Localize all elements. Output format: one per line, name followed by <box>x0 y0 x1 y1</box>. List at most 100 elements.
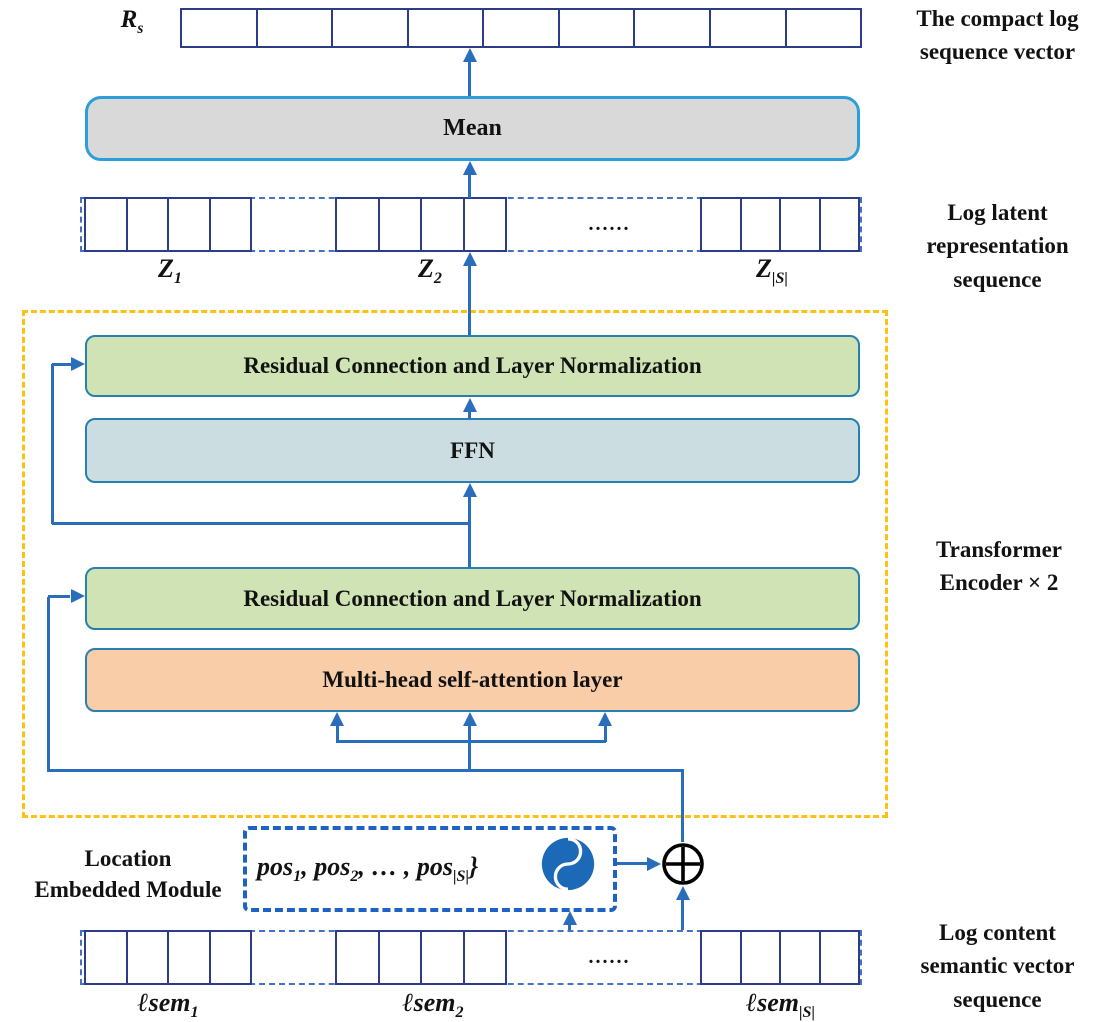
caption-line: semantic vector <box>920 953 1075 979</box>
vector-cell <box>211 932 251 983</box>
arrow-skip-to-residual-bottom <box>71 589 85 603</box>
arrow-into-attention <box>463 712 477 726</box>
connector-line <box>617 862 649 865</box>
arrow-latent-to-mean <box>463 161 477 175</box>
vector-cell <box>337 932 380 983</box>
semantic-vector-row: ...... <box>80 930 862 985</box>
arrow-residual-to-ffn <box>463 483 477 497</box>
vector-cell <box>702 932 742 983</box>
arrow-semantic-to-plus <box>676 886 690 900</box>
vector-cell <box>258 10 334 46</box>
arrow-semantic-to-pos <box>563 911 577 925</box>
residual-skip-line <box>51 364 54 524</box>
z2-label: Z2 <box>418 254 442 288</box>
content-caption: Log content semantic vector sequence <box>890 916 1105 1016</box>
vector-cell <box>333 10 409 46</box>
residual-skip-line <box>47 597 50 771</box>
latent-caption: Log latent representation sequence <box>890 196 1105 296</box>
vector-cell <box>560 10 636 46</box>
pos-formula: pos1, pos2, … , pos|S|} <box>257 851 479 886</box>
connector-line <box>468 411 471 419</box>
vector-cell <box>742 199 781 250</box>
connector-line <box>336 725 339 742</box>
vector-cell <box>86 932 128 983</box>
vector-cell <box>128 932 169 983</box>
residual-norm-label: Residual Connection and Layer Normalizat… <box>243 353 702 378</box>
vector-cell <box>787 10 861 46</box>
latent-vector-row: ...... <box>80 197 862 252</box>
residual-norm-box-top: Residual Connection and Layer Normalizat… <box>85 335 860 397</box>
connector-line <box>681 899 684 930</box>
zs-label: Z|S| <box>756 254 788 288</box>
semantic-group-3 <box>700 930 860 985</box>
connector-line <box>568 924 571 930</box>
transformer-encoder-frame <box>22 310 888 818</box>
compact-log-caption: The compact log sequence vector <box>890 2 1105 69</box>
vector-cell <box>422 199 465 250</box>
residual-skip-line <box>52 522 470 525</box>
location-module-title: Location Embedded Module <box>18 843 238 905</box>
mean-box: Mean <box>85 96 860 161</box>
caption-line: Log content <box>939 920 1056 945</box>
vector-cell <box>465 932 506 983</box>
residual-norm-box-bottom: Residual Connection and Layer Normalizat… <box>85 567 860 630</box>
vector-cell <box>182 10 258 46</box>
arrow-ffn-to-residual <box>463 398 477 412</box>
connector-line <box>48 595 70 598</box>
latent-group-2 <box>335 197 507 252</box>
lsem2-label: ℓsem2 <box>402 988 464 1022</box>
connector-line <box>468 725 471 772</box>
arrow-into-attention <box>598 712 612 726</box>
caption-line: Encoder × 2 <box>939 570 1059 596</box>
connector-line <box>468 174 471 198</box>
lsem1-label: ℓsem1 <box>137 988 199 1022</box>
vector-cell <box>821 932 859 983</box>
vector-cell <box>169 932 211 983</box>
vector-cell <box>465 199 506 250</box>
vector-cell <box>337 199 380 250</box>
connector-line <box>336 740 606 743</box>
rs-label: Rs <box>120 6 144 37</box>
vector-cell <box>702 199 742 250</box>
arrow-into-attention <box>330 712 344 726</box>
semantic-group-1 <box>84 930 252 985</box>
encoder-caption: Transformer Encoder × 2 <box>893 533 1105 600</box>
caption-line: sequence vector <box>919 39 1076 65</box>
lsems-label: ℓsem|S| <box>745 988 816 1022</box>
vector-cell <box>484 10 560 46</box>
caption-line: Embedded Module <box>34 877 222 903</box>
attention-label: Multi-head self-attention layer <box>322 667 623 692</box>
vector-cell <box>821 199 859 250</box>
residual-norm-label: Residual Connection and Layer Normalizat… <box>243 585 702 611</box>
latent-group-1 <box>84 197 252 252</box>
compact-log-vector <box>180 8 862 48</box>
caption-line: representation <box>926 233 1069 259</box>
mean-label: Mean <box>443 115 502 141</box>
caption-line: The compact log <box>916 6 1079 31</box>
caption-line: sequence <box>953 986 1042 1012</box>
ffn-box: FFN <box>85 418 860 483</box>
ffn-label: FFN <box>450 437 495 463</box>
vector-cell <box>128 199 169 250</box>
plus-circle-icon <box>661 842 705 886</box>
semantic-group-2 <box>335 930 507 985</box>
positional-encoding-icon <box>540 836 596 892</box>
connector-line <box>681 770 684 842</box>
vector-cell <box>169 199 211 250</box>
arrow-skip-to-residual-top <box>71 357 85 371</box>
latent-group-3 <box>700 197 860 252</box>
arrow-mean-to-vector <box>463 48 477 62</box>
ellipsis-dots: ...... <box>588 213 631 235</box>
vector-cell <box>635 10 711 46</box>
vector-cell <box>409 10 485 46</box>
z1-label: Z1 <box>158 254 182 288</box>
caption-line: sequence <box>953 266 1042 292</box>
vector-cell <box>781 932 821 983</box>
input-feed-line <box>47 769 684 772</box>
connector-line <box>468 496 471 568</box>
caption-line: Log latent <box>947 200 1048 225</box>
ellipsis-dots: ...... <box>588 946 631 968</box>
attention-box: Multi-head self-attention layer <box>85 648 860 712</box>
vector-cell <box>380 932 422 983</box>
vector-cell <box>86 199 128 250</box>
